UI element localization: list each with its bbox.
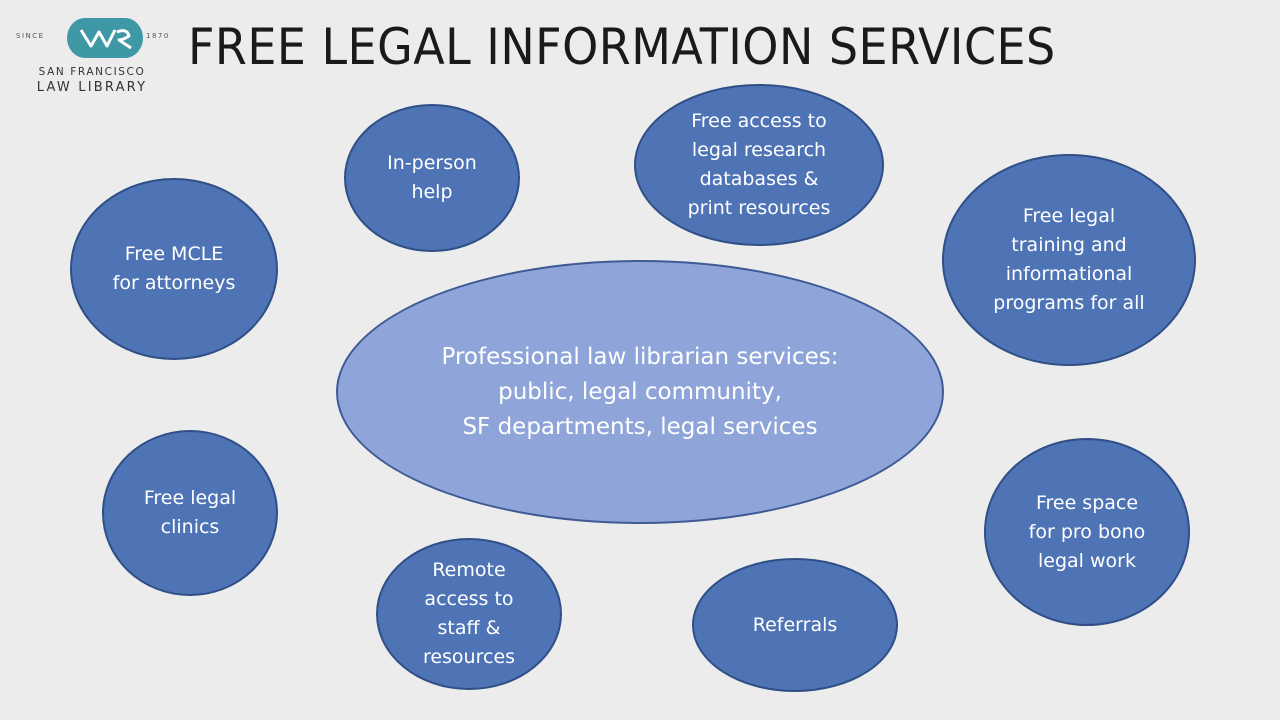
logo-org-line1: SAN FRANCISCO: [38, 66, 146, 78]
node-label: Free legal clinics: [143, 487, 237, 538]
logo-since-text: SINCE: [16, 32, 45, 40]
node-label: Referrals: [752, 613, 838, 636]
center-node: Professional law librarian services: pub…: [336, 260, 944, 524]
logo-badge-icon: [67, 18, 143, 58]
node-legal-clinics: Free legal clinics: [102, 430, 278, 596]
node-label: Free access to legal research databases …: [687, 110, 831, 219]
node-research-databases: Free access to legal research databases …: [634, 84, 884, 246]
node-label: Free legal training and informational pr…: [993, 205, 1145, 314]
node-label: In-person help: [387, 152, 477, 203]
node-free-mcle: Free MCLE for attorneys: [70, 178, 278, 360]
node-pro-bono-space: Free space for pro bono legal work: [984, 438, 1190, 626]
node-referrals: Referrals: [692, 558, 898, 692]
center-node-label: Professional law librarian services: pub…: [441, 343, 839, 440]
logo-org-line2: LAW LIBRARY: [36, 80, 148, 95]
node-label: Free MCLE for attorneys: [112, 243, 236, 294]
node-legal-training: Free legal training and informational pr…: [942, 154, 1196, 366]
library-logo: SINCE 1870 SAN FRANCISCO LAW LIBRARY: [12, 14, 172, 98]
page-title: FREE LEGAL INFORMATION SERVICES: [188, 18, 1056, 76]
logo-year-text: 1870: [146, 32, 170, 40]
node-remote-access: Remote access to staff & resources: [376, 538, 562, 690]
node-in-person-help: In-person help: [344, 104, 520, 252]
node-label: Free space for pro bono legal work: [1028, 491, 1146, 572]
node-label: Remote access to staff & resources: [422, 559, 516, 668]
